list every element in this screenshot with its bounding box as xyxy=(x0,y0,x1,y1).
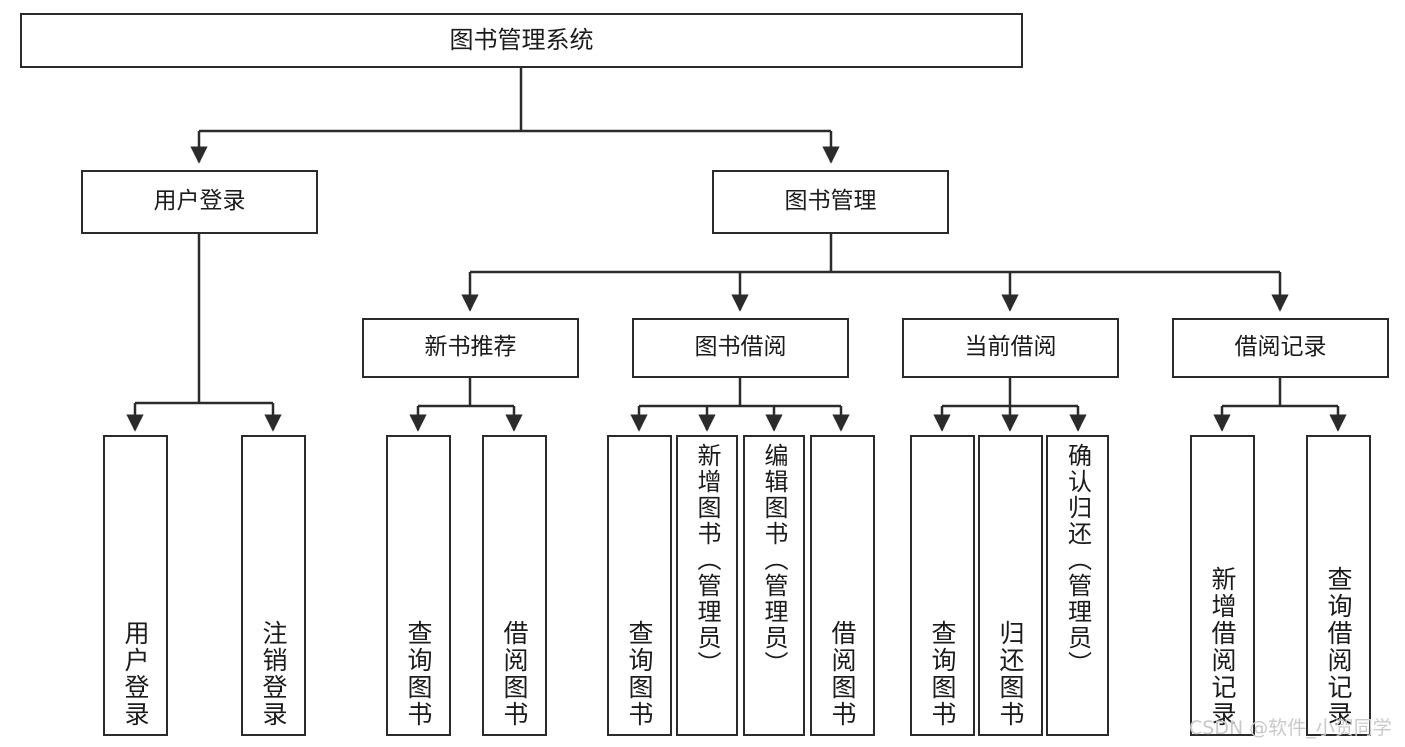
node-leaf-borrow-book-2-label: 借阅图书 xyxy=(828,620,857,728)
node-new-book-rec[interactable]: 新书推荐 xyxy=(362,318,579,378)
watermark-text: CSDN @软件_小贺同学 xyxy=(1189,717,1392,739)
node-new-book-rec-label: 新书推荐 xyxy=(424,334,517,361)
node-leaf-query-book-1[interactable]: 查询图书 xyxy=(386,435,451,736)
node-leaf-user-login-label: 用户登录 xyxy=(121,620,150,728)
node-leaf-query-book-2[interactable]: 查询图书 xyxy=(607,435,672,736)
node-leaf-borrow-book-1-label: 借阅图书 xyxy=(500,620,529,728)
node-current-borrow[interactable]: 当前借阅 xyxy=(902,318,1119,378)
node-leaf-query-book-3-label: 查询图书 xyxy=(928,620,957,728)
node-leaf-confirm-return-label: 确认归还（管理员） xyxy=(1063,443,1092,677)
node-leaf-borrow-book-1[interactable]: 借阅图书 xyxy=(482,435,547,736)
node-leaf-return-book[interactable]: 归还图书 xyxy=(978,435,1043,736)
node-leaf-user-login[interactable]: 用户登录 xyxy=(103,435,168,736)
node-leaf-query-record[interactable]: 查询借阅记录 xyxy=(1306,435,1371,736)
node-user-login[interactable]: 用户登录 xyxy=(81,170,318,234)
node-current-borrow-label: 当前借阅 xyxy=(964,334,1057,361)
node-leaf-borrow-book-2[interactable]: 借阅图书 xyxy=(810,435,875,736)
node-leaf-confirm-return[interactable]: 确认归还（管理员） xyxy=(1046,435,1109,736)
node-leaf-add-record-label: 新增借阅记录 xyxy=(1208,566,1237,728)
node-root[interactable]: 图书管理系统 xyxy=(20,13,1023,68)
node-leaf-user-logout[interactable]: 注销登录 xyxy=(241,435,306,736)
node-leaf-query-book-3[interactable]: 查询图书 xyxy=(910,435,975,736)
node-book-manage-label: 图书管理 xyxy=(784,188,877,215)
node-borrow-record-label: 借阅记录 xyxy=(1234,334,1327,361)
node-book-borrow-label: 图书借阅 xyxy=(694,334,787,361)
node-leaf-edit-book-label: 编辑图书（管理员） xyxy=(760,443,788,677)
node-book-manage[interactable]: 图书管理 xyxy=(712,170,949,234)
node-user-login-label: 用户登录 xyxy=(153,188,246,215)
node-root-label: 图书管理系统 xyxy=(449,26,594,55)
node-leaf-query-book-2-label: 查询图书 xyxy=(625,620,654,728)
node-leaf-add-book-label: 新增图书（管理员） xyxy=(693,443,721,677)
node-book-borrow[interactable]: 图书借阅 xyxy=(632,318,849,378)
node-leaf-query-record-label: 查询借阅记录 xyxy=(1324,566,1353,728)
node-leaf-edit-book[interactable]: 编辑图书（管理员） xyxy=(743,435,805,736)
node-leaf-return-book-label: 归还图书 xyxy=(996,620,1025,728)
node-leaf-user-logout-label: 注销登录 xyxy=(259,620,288,728)
node-leaf-query-book-1-label: 查询图书 xyxy=(404,620,433,728)
node-borrow-record[interactable]: 借阅记录 xyxy=(1172,318,1389,378)
node-leaf-add-record[interactable]: 新增借阅记录 xyxy=(1190,435,1255,736)
node-leaf-add-book[interactable]: 新增图书（管理员） xyxy=(676,435,738,736)
